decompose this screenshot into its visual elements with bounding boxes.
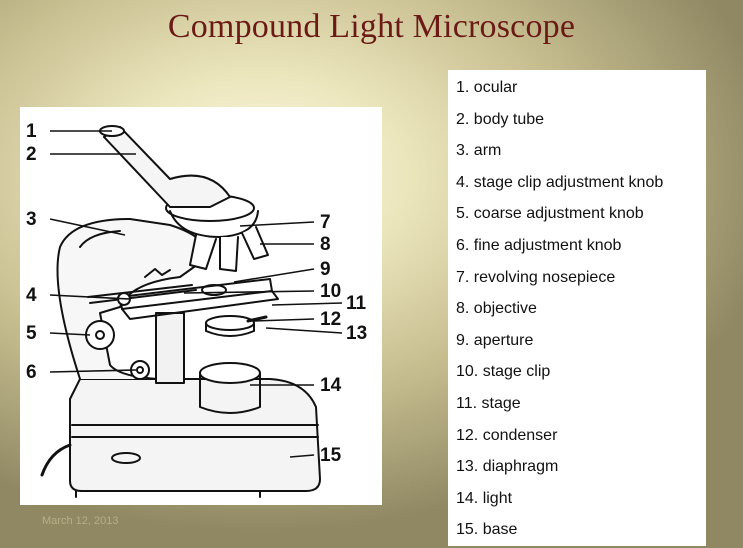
legend-item: 5. coarse adjustment knob <box>456 205 644 223</box>
callout-7: 7 <box>320 212 331 233</box>
footer-date: March 12, 2013 <box>42 515 119 527</box>
callout-4: 4 <box>26 285 37 306</box>
legend-item: 1. ocular <box>456 79 518 96</box>
callout-8: 8 <box>320 234 331 255</box>
callout-9: 9 <box>320 259 331 280</box>
callout-lines <box>49 130 343 458</box>
legend-item: 10. stage clip <box>456 363 551 381</box>
callout-10: 10 <box>320 281 341 302</box>
microscope-diagram: 1 2 3 4 5 6 7 8 9 10 11 12 13 14 15 <box>20 107 382 505</box>
legend-item: 4. stage clip adjustment knob <box>456 173 664 191</box>
legend-item: 3. arm <box>456 142 502 160</box>
coarse-knob <box>85 320 115 350</box>
callout-6: 6 <box>26 362 37 383</box>
legend-item: 12. condenser <box>456 426 558 444</box>
base-shape <box>69 378 321 492</box>
callout-11: 11 <box>346 293 367 314</box>
slide-title: Compound Light Microscope <box>167 8 576 45</box>
legend-item: 8. objective <box>456 300 537 318</box>
legend-item: 11. stage <box>456 394 521 412</box>
legend-item: 15. base <box>456 521 518 539</box>
callout-12: 12 <box>320 309 341 330</box>
callout-5: 5 <box>26 323 37 344</box>
callout-14: 14 <box>320 375 342 396</box>
callout-2: 2 <box>26 144 37 165</box>
legend-item: 14. light <box>456 489 513 507</box>
body-tube <box>103 126 231 208</box>
callout-15: 15 <box>320 445 342 466</box>
callout-1: 1 <box>26 121 37 142</box>
legend-item: 7. revolving nosepiece <box>456 268 616 286</box>
legend-list: 1. ocular 2. body tube 3. arm 4. stage c… <box>448 70 706 546</box>
legend-item: 9. aperture <box>456 331 534 349</box>
condenser <box>205 315 255 331</box>
light <box>199 362 261 384</box>
legend-item: 2. body tube <box>456 110 545 128</box>
callout-13: 13 <box>346 323 367 344</box>
callout-numbers: 1 2 3 4 5 6 7 8 9 10 11 12 13 14 15 <box>26 121 367 466</box>
legend-item: 6. fine adjustment knob <box>456 236 622 254</box>
microscope-drawing <box>40 125 321 498</box>
parts-legend: 1. ocular 2. body tube 3. arm 4. stage c… <box>448 70 706 546</box>
legend-item: 13. diaphragm <box>456 458 559 476</box>
callout-3: 3 <box>26 209 37 230</box>
